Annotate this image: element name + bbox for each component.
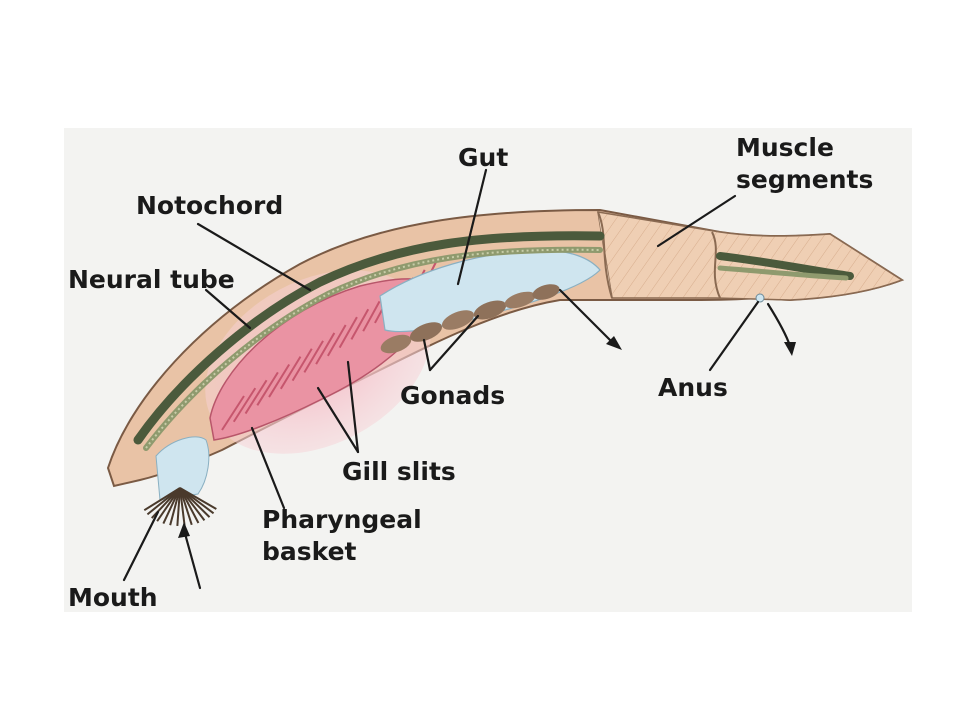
oral-cirrus <box>162 487 181 524</box>
anus-opening <box>755 293 765 303</box>
label-pharyngeal-line1: Pharyngeal <box>262 505 422 534</box>
gill-bar <box>256 371 279 406</box>
leader-lines <box>122 168 796 590</box>
oral-cirrus <box>179 487 200 524</box>
flow-arrow-atriopore <box>558 288 616 346</box>
gill-bar <box>279 356 302 390</box>
label-notochord: Notochord <box>136 191 283 220</box>
notochord-tail <box>717 265 849 281</box>
leader-gut <box>456 168 488 286</box>
lancelet-body <box>106 208 905 527</box>
label-mouth: Mouth <box>68 583 158 612</box>
labels: Gut Muscle segments Notochord Neural tub… <box>68 133 873 612</box>
oral-hood <box>155 436 210 501</box>
label-gonads: Gonads <box>400 381 505 410</box>
flow-arrow-in <box>182 528 202 590</box>
gill-bar <box>327 324 347 357</box>
oral-cirrus <box>176 487 181 527</box>
label-muscle-line2: segments <box>736 165 873 194</box>
flow-arrow-anus <box>766 302 792 348</box>
gill-bar <box>362 300 381 332</box>
gill-bar <box>350 308 370 340</box>
oral-cirrus <box>179 487 193 526</box>
notochord-stripe <box>145 248 601 449</box>
label-pharyngeal-line2: basket <box>262 537 357 566</box>
leader-gill-1 <box>316 386 360 454</box>
label-muscle-line1: Muscle <box>736 133 834 162</box>
neural-tube-tail <box>716 252 854 280</box>
gill-bar <box>303 340 324 373</box>
oral-cirrus <box>156 487 181 522</box>
leader-muscle <box>656 194 737 248</box>
label-neural-tube: Neural tube <box>68 265 235 294</box>
flow-arrow-in-head <box>178 522 190 538</box>
gill-bar <box>315 332 336 365</box>
label-anus: Anus <box>658 373 728 402</box>
leader-neural-tube <box>204 288 252 330</box>
gill-bar <box>268 363 291 398</box>
tail-cut-edge-2 <box>711 231 721 299</box>
leader-pharyngeal <box>250 426 286 510</box>
leader-gonads-1 <box>422 338 432 372</box>
flow-arrow-anus-head <box>784 342 796 356</box>
neural-tube <box>133 231 605 445</box>
leader-gonads-2 <box>428 314 480 372</box>
gill-bar <box>232 387 257 423</box>
flow-arrow-atriopore-head <box>606 336 622 350</box>
gill-bar <box>244 379 268 415</box>
gonads <box>380 284 560 354</box>
gill-bar <box>291 348 313 382</box>
leader-anus <box>708 300 760 372</box>
oral-cirrus <box>169 487 181 526</box>
oral-cirri <box>143 487 217 527</box>
gill-bar <box>338 316 358 349</box>
gill-bar <box>221 395 245 431</box>
leader-gill-2 <box>346 360 360 454</box>
leader-notochord <box>196 222 312 292</box>
leader-mouth <box>122 510 160 582</box>
oral-cirrus <box>179 487 186 526</box>
label-gill-slits: Gill slits <box>342 457 456 486</box>
oral-cirrus <box>179 487 217 510</box>
label-gut: Gut <box>458 143 508 172</box>
